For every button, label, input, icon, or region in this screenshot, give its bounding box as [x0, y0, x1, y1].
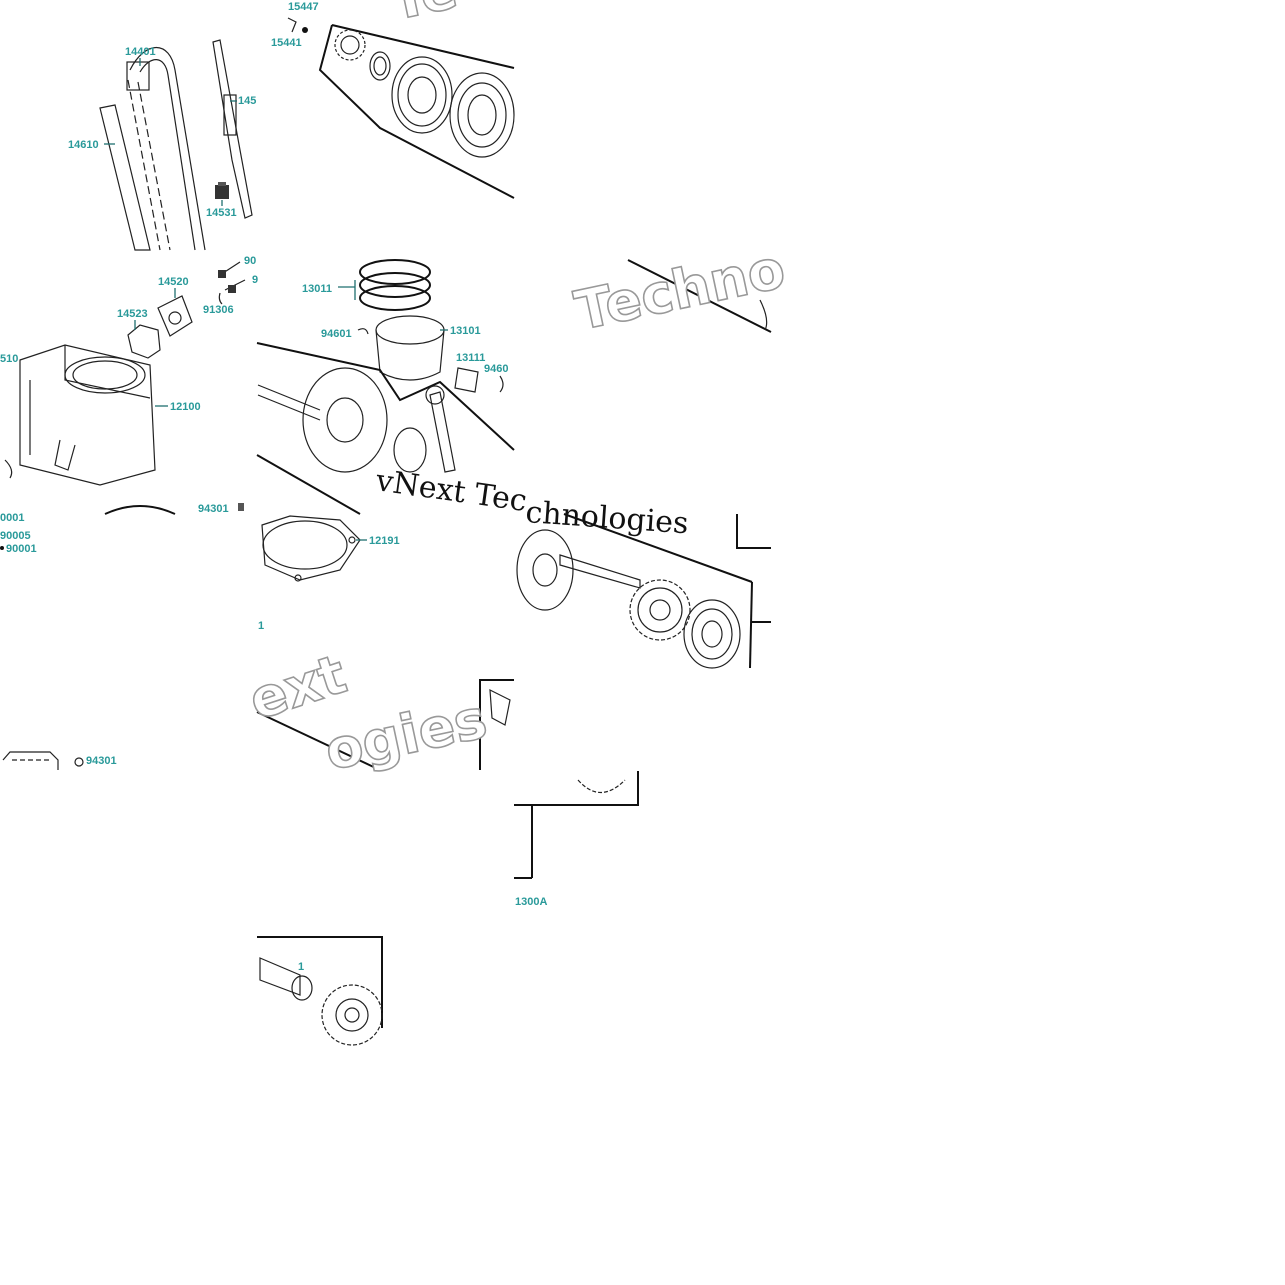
- watermark-te: Te: [385, 0, 463, 33]
- label-1-b: 1: [298, 961, 304, 973]
- crank-bearing-tile: 15447 15441 Te: [271, 0, 515, 199]
- watermark-serif: vNext Tec: [373, 463, 529, 519]
- watermark-techno: Techno: [570, 237, 791, 343]
- gear-bracket-tile: 1300A: [514, 771, 639, 908]
- label-0001: 0001: [0, 512, 24, 524]
- watermark-serif-2: chnologies: [524, 495, 689, 541]
- cam-chain-tile: 14401 145 14610 14531: [68, 39, 256, 251]
- label-90001: 90001: [6, 543, 37, 555]
- label-145: 145: [238, 95, 256, 107]
- label-13011: 13011: [302, 283, 332, 295]
- piston-tile: 13011 94601 13101 13111 9460 vNext Tec: [256, 259, 529, 519]
- small-shaft-tile: 1: [257, 936, 383, 1046]
- label-12191: 12191: [369, 535, 400, 547]
- label-94601: 94601: [321, 328, 352, 340]
- label-90005: 90005: [0, 530, 31, 542]
- label-15441: 15441: [271, 37, 302, 49]
- label-13101: 13101: [450, 325, 481, 337]
- label-1300A: 1300A: [515, 896, 547, 908]
- label-13111: 13111: [456, 352, 485, 364]
- label-510: 510: [0, 353, 18, 365]
- label-15447: 15447: [288, 1, 319, 13]
- watermark-tile: Techno: [569, 236, 791, 343]
- bolt-icon: [215, 182, 229, 199]
- label-12100: 12100: [170, 401, 201, 413]
- label-91306: 91306: [203, 304, 234, 316]
- balancer-shaft-tile: chnologies: [516, 495, 771, 669]
- label-14531: 14531: [206, 207, 237, 219]
- label-9460: 9460: [484, 363, 508, 375]
- gasket-tile: 12191 1 ext ogies: [241, 515, 514, 784]
- label-94301-bottom: 94301: [86, 755, 117, 767]
- label-14520: 14520: [158, 276, 189, 288]
- label-90: 90: [244, 255, 256, 267]
- label-9: 9: [252, 274, 258, 286]
- cylinder-tile: 14520 90 9 91306 14523 510 12100 94301: [0, 255, 258, 515]
- label-94301-top: 94301: [198, 503, 229, 515]
- label-14610: 14610: [68, 139, 99, 151]
- label-14401: 14401: [125, 46, 156, 58]
- label-1-a: 1: [258, 620, 264, 632]
- label-14523: 14523: [117, 308, 148, 320]
- bolts-tile: 0001 90005 90001 94301: [0, 512, 117, 770]
